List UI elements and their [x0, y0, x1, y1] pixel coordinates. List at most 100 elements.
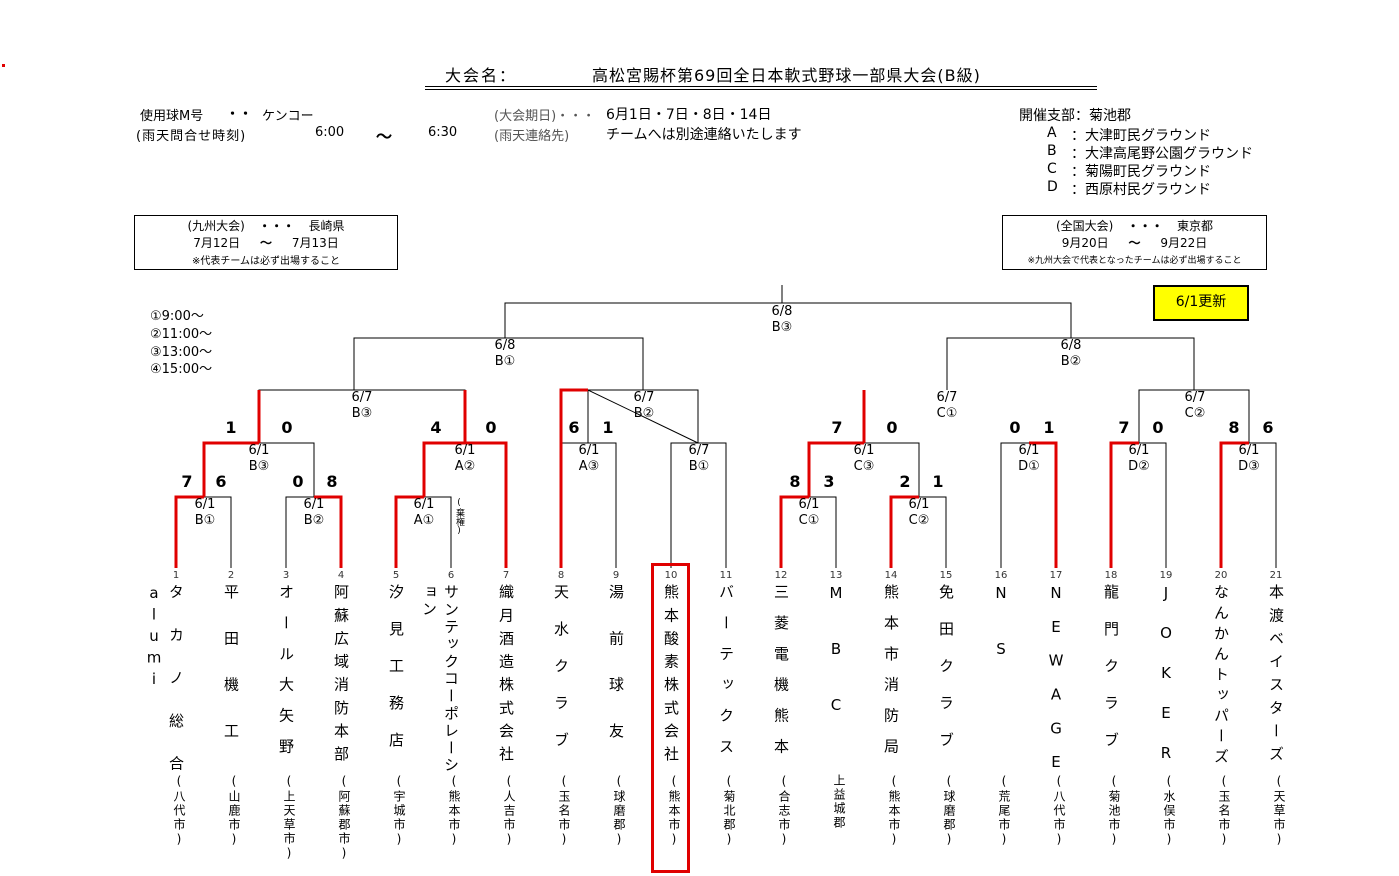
- team-number: 6: [447, 570, 455, 581]
- ground-name: ：大津町民グラウンド: [1071, 128, 1211, 144]
- team-name: NS: [992, 584, 1010, 696]
- match-date: 6/7: [936, 390, 958, 405]
- bracket-line: [1219, 441, 1249, 568]
- team-number: 10: [664, 570, 678, 581]
- match-date: 6/1: [853, 443, 875, 458]
- match-venue: A②: [454, 459, 476, 474]
- match-venue: B③: [351, 406, 373, 421]
- bracket-line: [422, 441, 465, 497]
- national-dots: ・・・: [1127, 219, 1164, 233]
- bracket-line: [504, 302, 1072, 338]
- ball-maker: ケンコー: [262, 109, 314, 124]
- match-venue: D③: [1238, 459, 1260, 474]
- match-date: 6/1: [194, 497, 216, 512]
- match-date: 6/1: [248, 443, 270, 458]
- team-city: (荒尾市): [997, 774, 1011, 848]
- match-date: 6/1: [908, 497, 930, 512]
- score: 1: [1043, 418, 1055, 437]
- team-city: (八代市): [1052, 774, 1066, 848]
- team-name: 龍門クラブ: [1102, 584, 1120, 769]
- team-name: 平田機工: [222, 584, 240, 769]
- score: 7: [1118, 418, 1130, 437]
- team-number: 9: [612, 570, 620, 581]
- bracket-line: [353, 337, 644, 390]
- match-date: 6/7: [351, 390, 373, 405]
- rain-time-label: (雨天問合せ時刻): [136, 129, 247, 144]
- team-name: タカノ総合alumi: [145, 584, 185, 774]
- team-city: (玉名市): [557, 774, 571, 848]
- score: 6: [215, 472, 227, 491]
- score: 1: [932, 472, 944, 491]
- ground-code: D: [1047, 179, 1058, 195]
- bracket-line: [465, 441, 508, 568]
- match-date: 6/8: [494, 338, 516, 353]
- highlight-team-box: [651, 563, 690, 873]
- match-date: 6/1: [1238, 443, 1260, 458]
- match-venue: A③: [578, 459, 600, 474]
- team-number: 13: [829, 570, 843, 581]
- team-number: 19: [1159, 570, 1173, 581]
- kyushu-to: 7月13日: [291, 236, 339, 250]
- team-name: JOKER: [1157, 584, 1175, 784]
- match-venue: B①: [688, 459, 710, 474]
- match-venue: D②: [1128, 459, 1150, 474]
- team-city: (熊本市): [887, 774, 901, 848]
- score: 7: [831, 418, 843, 437]
- score: 2: [899, 472, 911, 491]
- national-title: (全国大会): [1055, 219, 1114, 233]
- team-number: 8: [557, 570, 565, 581]
- national-box: (全国大会) ・・・ 東京都 9月20日 ～ 9月22日 ※九州大会で代表となっ…: [1002, 215, 1267, 270]
- period-label: (大会期日)・・・: [494, 109, 596, 124]
- ground-code: A: [1047, 125, 1057, 141]
- team-city: (菊池市): [1107, 774, 1121, 848]
- team-city: (熊本市): [447, 774, 461, 848]
- team-city: (宇城市): [392, 774, 406, 848]
- match-venue: A①: [413, 513, 435, 528]
- match-date: 6/1: [413, 497, 435, 512]
- period-value: 6月1日・7日・8日・14日: [606, 107, 772, 123]
- match-venue: B③: [771, 320, 793, 335]
- score: 7: [181, 472, 193, 491]
- match-venue: C③: [853, 459, 875, 474]
- team-number: 4: [337, 570, 345, 581]
- ball-label: 使用球M号: [140, 109, 204, 124]
- start-time: ①9:00～: [150, 309, 204, 324]
- team-number: 20: [1214, 570, 1228, 581]
- match-date: 6/7: [1184, 390, 1206, 405]
- update-badge: 6/1更新: [1153, 285, 1249, 321]
- tournament-label: 大会名：: [445, 66, 518, 85]
- match-venue: B②: [303, 513, 325, 528]
- withdrawn-label: (棄権): [454, 498, 464, 536]
- score: 0: [1152, 418, 1164, 437]
- national-from: 9月20日: [1061, 236, 1109, 250]
- match-venue: B①: [194, 513, 216, 528]
- score: 0: [485, 418, 497, 437]
- team-city: 上益城郡: [832, 774, 846, 830]
- team-number: 7: [502, 570, 510, 581]
- team-city: (上天草市): [282, 774, 296, 862]
- team-name: サンテックコーポレーション: [420, 584, 460, 774]
- team-name: オール大矢野: [277, 584, 295, 769]
- kyushu-dots: ・・・: [258, 219, 295, 233]
- start-time: ③13:00～: [150, 345, 213, 360]
- match-venue: C②: [1184, 406, 1206, 421]
- team-name: 織月酒造株式会社: [497, 584, 515, 769]
- red-dot: [2, 64, 5, 67]
- match-date: 6/1: [578, 443, 600, 458]
- score: 0: [281, 418, 293, 437]
- bracket-line: [1029, 441, 1058, 568]
- team-city: (人吉市): [502, 774, 516, 848]
- score: 1: [225, 418, 237, 437]
- score: 0: [886, 418, 898, 437]
- team-name: 免田クラブ: [937, 584, 955, 769]
- rain-contact-label: (雨天連絡先): [494, 129, 570, 144]
